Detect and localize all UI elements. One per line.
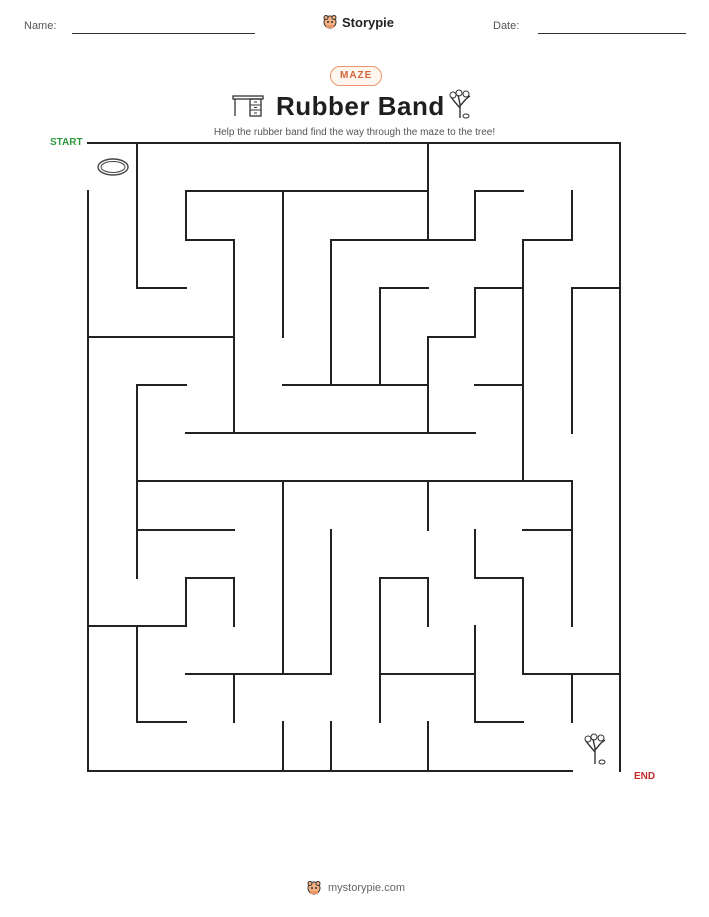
page-title: Rubber Band bbox=[276, 91, 445, 121]
brand-logo: Storypie bbox=[322, 14, 394, 30]
name-label: Name: bbox=[24, 20, 57, 32]
storypie-mascot-icon bbox=[323, 15, 337, 29]
brand-name: Storypie bbox=[342, 14, 395, 30]
date-label: Date: bbox=[493, 20, 520, 32]
maze-badge-label: MAZE bbox=[330, 66, 383, 86]
instructions: Help the rubber band find the way throug… bbox=[213, 127, 496, 138]
maze-badge: MAZE bbox=[330, 66, 383, 86]
rubber-band-icon bbox=[97, 158, 129, 176]
desk-icon bbox=[232, 95, 264, 117]
tree-icon bbox=[449, 89, 471, 119]
name-line[interactable] bbox=[72, 33, 255, 34]
storypie-mascot-icon bbox=[307, 881, 321, 895]
end-tree-icon bbox=[584, 733, 606, 765]
date-line[interactable] bbox=[538, 33, 686, 34]
end-label: END bbox=[634, 771, 656, 782]
footer-site[interactable]: mystorypie.com bbox=[328, 882, 406, 894]
start-label: START bbox=[50, 137, 83, 148]
footer: mystorypie.com bbox=[306, 880, 405, 896]
